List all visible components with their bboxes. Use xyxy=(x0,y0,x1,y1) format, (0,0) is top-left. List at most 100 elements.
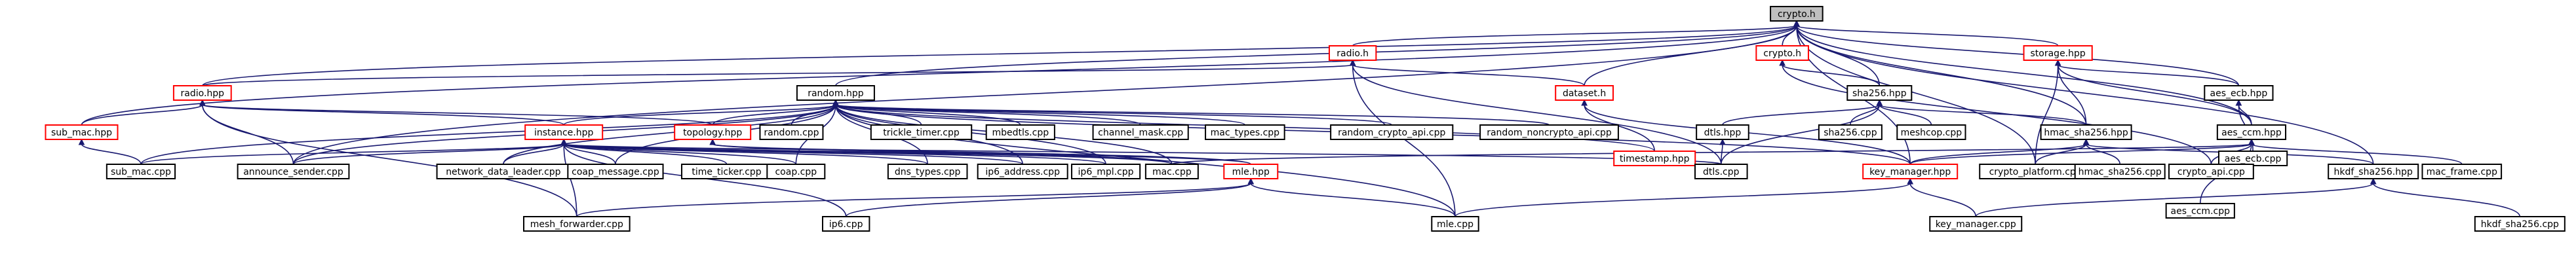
node-hkdf-sha256-hpp[interactable]: hkdf_sha256.hpp xyxy=(2328,164,2419,179)
node-crypto-h: crypto.h xyxy=(1770,6,1824,22)
node-label: ip6.cpp xyxy=(829,219,863,230)
node-random-cpp[interactable]: random.cpp xyxy=(759,124,824,140)
node-aes-ccm-cpp[interactable]: aes_ccm.cpp xyxy=(2165,203,2235,219)
edge-crypto_api_cpp-to-crypto_h2 xyxy=(1779,59,2212,165)
node-network-data-leader-cpp[interactable]: network_data_leader.cpp xyxy=(436,164,571,179)
node-box xyxy=(1328,45,1377,61)
edge-instance_hpp-to-random_hpp xyxy=(563,99,839,126)
node-radio-h[interactable]: radio.h xyxy=(1328,45,1377,61)
edge-aes_ccm_hpp-to-crypto_h xyxy=(1793,20,2252,126)
node-box xyxy=(1696,124,1749,140)
node-sha256-hpp[interactable]: sha256.hpp xyxy=(1846,85,1913,101)
edge-radio_h-to-crypto_h xyxy=(1352,20,1800,46)
node-label: mle.hpp xyxy=(1232,167,1270,177)
node-sub-mac-cpp[interactable]: sub_mac.cpp xyxy=(106,164,176,179)
node-topology-hpp[interactable]: topology.hpp xyxy=(674,124,752,140)
node-label: timestamp.hpp xyxy=(1620,154,1690,164)
node-mac-frame-cpp[interactable]: mac_frame.cpp xyxy=(2421,164,2503,179)
node-label: aes_ecb.cpp xyxy=(2225,154,2282,164)
node-box xyxy=(2040,124,2132,140)
edge-mesh_forwarder_cpp-to-mle_hpp xyxy=(576,177,1255,217)
node-box xyxy=(2216,124,2287,140)
node-box xyxy=(1431,216,1479,232)
node-label: sha256.cpp xyxy=(1824,128,1877,138)
node-label: random.cpp xyxy=(764,128,819,138)
node-mac-cpp[interactable]: mac.cpp xyxy=(1144,164,1199,179)
node-ip6-mpl-cpp[interactable]: ip6_mpl.cpp xyxy=(1070,164,1141,179)
node-crypto-api-cpp[interactable]: crypto_api.cpp xyxy=(2168,164,2254,179)
node-coap-cpp[interactable]: coap.cpp xyxy=(766,164,826,179)
node-box xyxy=(821,216,870,232)
node-box xyxy=(106,164,176,179)
node-dataset-h[interactable]: dataset.h xyxy=(1555,85,1614,101)
edge-crypto_platform_cpp-to-crypto_h xyxy=(1793,20,2036,165)
edge-topology_hpp-to-radio_hpp xyxy=(199,99,713,126)
node-random-hpp[interactable]: random.hpp xyxy=(796,85,875,101)
node-label: instance.hpp xyxy=(534,128,594,138)
node-mesh-forwarder-cpp[interactable]: mesh_forwarder.cpp xyxy=(523,216,631,232)
node-crypto-platform-cpp[interactable]: crypto_platform.cpp xyxy=(1979,164,2092,179)
node-random-crypto-api-cpp[interactable]: random_crypto_api.cpp xyxy=(1330,124,1454,140)
node-trickle-timer-cpp[interactable]: trickle_timer.cpp xyxy=(870,124,973,140)
node-hkdf-sha256-cpp[interactable]: hkdf_sha256.cpp xyxy=(2474,216,2566,232)
node-label: mle.cpp xyxy=(1437,219,1473,230)
node-announce-sender-cpp[interactable]: announce_sender.cpp xyxy=(237,164,350,179)
node-key-manager-cpp[interactable]: key_manager.cpp xyxy=(1929,216,2023,232)
node-dns-types-cpp[interactable]: dns_types.cpp xyxy=(887,164,968,179)
node-hmac-sha256-cpp[interactable]: hmac_sha256.cpp xyxy=(2074,164,2166,179)
edge-sub_mac_cpp-to-sub_mac_hpp xyxy=(78,138,142,165)
node-sub-mac-hpp[interactable]: sub_mac.hpp xyxy=(45,124,119,140)
node-meshcop-cpp[interactable]: meshcop.cpp xyxy=(1896,124,1966,140)
edge-announce_sender_cpp-to-crypto_h xyxy=(292,20,1800,165)
node-mle-hpp[interactable]: mle.hpp xyxy=(1223,164,1279,179)
edge-instance_hpp-to-radio_hpp xyxy=(199,99,564,126)
node-box xyxy=(524,124,604,140)
node-label: ip6_address.cpp xyxy=(985,167,1060,177)
node-ip6-address-cpp[interactable]: ip6_address.cpp xyxy=(977,164,1068,179)
node-coap-message-cpp[interactable]: coap_message.cpp xyxy=(567,164,664,179)
node-key-manager-hpp[interactable]: key_manager.hpp xyxy=(1862,164,1959,179)
node-aes-ccm-hpp[interactable]: aes_ccm.hpp xyxy=(2216,124,2287,140)
node-label: time_ticker.cpp xyxy=(692,167,761,177)
node-label: dns_types.cpp xyxy=(895,167,961,177)
node-box xyxy=(1205,124,1285,140)
edge-mle_hpp-to-topology_hpp xyxy=(709,138,1252,165)
node-box xyxy=(796,85,875,101)
node-random-noncrypto-api-cpp[interactable]: random_noncrypto_api.cpp xyxy=(1479,124,1619,140)
node-box xyxy=(985,124,1055,140)
node-channel-mask-cpp[interactable]: channel_mask.cpp xyxy=(1092,124,1189,140)
node-box xyxy=(2074,164,2166,179)
node-mbedtls-cpp[interactable]: mbedtls.cpp xyxy=(985,124,1055,140)
node-timestamp-hpp[interactable]: timestamp.hpp xyxy=(1613,151,1696,166)
node-storage-hpp[interactable]: storage.hpp xyxy=(2023,45,2093,61)
node-box xyxy=(1479,124,1619,140)
node-ip6-cpp[interactable]: ip6.cpp xyxy=(821,216,870,232)
node-label: coap_message.cpp xyxy=(572,167,659,177)
node-hmac-sha256-hpp[interactable]: hmac_sha256.hpp xyxy=(2040,124,2132,140)
node-box xyxy=(1770,6,1824,22)
node-label: topology.hpp xyxy=(683,128,742,138)
node-aes-ecb-cpp[interactable]: aes_ecb.cpp xyxy=(2218,151,2288,166)
edge-sub_mac_cpp-to-instance_hpp xyxy=(140,138,568,165)
node-box xyxy=(1144,164,1199,179)
node-box xyxy=(759,124,824,140)
node-mle-cpp[interactable]: mle.cpp xyxy=(1431,216,1479,232)
node-label: announce_sender.cpp xyxy=(243,167,343,177)
edge-dataset_h-to-radio_h xyxy=(1349,59,1585,86)
node-instance-hpp[interactable]: instance.hpp xyxy=(524,124,604,140)
node-label: dataset.h xyxy=(1563,88,1606,99)
node-dtls-cpp[interactable]: dtls.cpp xyxy=(1694,164,1748,179)
edge-dtls_hpp-to-sha256_hpp xyxy=(1722,99,1883,126)
node-dtls-hpp[interactable]: dtls.hpp xyxy=(1696,124,1749,140)
node-sha256-cpp[interactable]: sha256.cpp xyxy=(1818,124,1883,140)
node-label: hkdf_sha256.hpp xyxy=(2334,167,2413,177)
node-box xyxy=(2165,203,2235,219)
node-radio-hpp[interactable]: radio.hpp xyxy=(172,85,232,101)
node-crypto-h2[interactable]: crypto.h xyxy=(1755,45,1809,61)
node-mac-types-cpp[interactable]: mac_types.cpp xyxy=(1205,124,1285,140)
node-box xyxy=(1755,45,1809,61)
edge-mbedtls_cpp-to-random_hpp xyxy=(832,99,1021,126)
node-label: random_noncrypto_api.cpp xyxy=(1487,128,1612,138)
node-aes-ecb-hpp[interactable]: aes_ecb.hpp xyxy=(2204,85,2274,101)
node-time-ticker-cpp[interactable]: time_ticker.cpp xyxy=(681,164,773,179)
